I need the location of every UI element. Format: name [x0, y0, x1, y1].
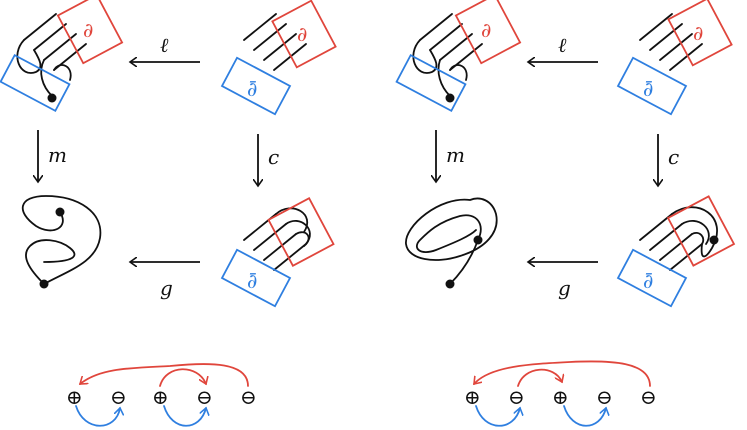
arrow-m-label: m: [446, 143, 465, 167]
sign-5: ⊖: [240, 385, 257, 409]
arrow-c-label: c: [268, 145, 279, 169]
sign-1: ⊕: [464, 385, 481, 409]
blue-box: [395, 53, 467, 113]
left-bottom-right-diagram: ∂̄: [220, 197, 335, 308]
blue-box: [616, 248, 688, 308]
curve-start-dot: [55, 207, 65, 217]
right-sign-row: ⊕ ⊖ ⊕ ⊖ ⊖: [464, 360, 657, 427]
left-top-right-diagram: ∂ ∂̄: [220, 0, 337, 116]
curve-end-dot: [39, 279, 49, 289]
red-box: [56, 0, 124, 65]
blue-box: [616, 56, 688, 116]
curve-start-dot: [473, 235, 483, 245]
sign-2: ⊖: [508, 385, 525, 409]
blue-arc-1: [475, 405, 520, 427]
red-arc-short: [159, 368, 206, 387]
blue-box: [220, 248, 292, 308]
arrow-c-label: c: [668, 145, 679, 169]
left-panel: ∂ ∂ ∂̄ ℓ m c g: [0, 0, 337, 427]
red-arc-short: [517, 368, 562, 387]
blue-arc-1: [75, 405, 120, 427]
right-top-left-diagram: ∂: [395, 0, 522, 113]
red-box-label: ∂: [83, 18, 93, 42]
right-panel: ∂ ∂ ∂̄ ℓ m c g: [395, 0, 736, 427]
sign-3: ⊕: [552, 385, 569, 409]
blue-box: [0, 53, 71, 113]
red-box: [667, 0, 733, 67]
sign-4: ⊖: [196, 385, 213, 409]
blue-box-label: ∂̄: [643, 77, 653, 101]
arrow-g-label: g: [160, 276, 173, 300]
right-bottom-left-diagram: [405, 197, 498, 289]
red-box-label: ∂: [481, 18, 491, 42]
red-box: [267, 197, 335, 267]
red-arc-long: [474, 360, 651, 387]
blue-box-label: ∂̄: [643, 269, 653, 293]
sign-4: ⊖: [596, 385, 613, 409]
blue-arc-2: [163, 405, 206, 427]
endpoint-dot: [709, 235, 719, 245]
left-sign-row: ⊕ ⊖ ⊕ ⊖ ⊖: [66, 363, 257, 427]
blue-box: [220, 56, 292, 116]
arrow-g-label: g: [558, 276, 571, 300]
red-box-label: ∂: [693, 21, 703, 45]
curve-end-dot: [445, 279, 455, 289]
blue-box-label: ∂̄: [247, 77, 257, 101]
red-box: [666, 195, 736, 267]
left-bottom-left-diagram: [21, 195, 102, 289]
red-arc-long: [80, 363, 249, 387]
arrow-l-label: ℓ: [160, 33, 169, 57]
right-bottom-right-diagram: ∂̄: [616, 195, 736, 308]
endpoint-dot: [47, 93, 57, 103]
right-top-right-diagram: ∂ ∂̄: [616, 0, 733, 116]
endpoint-dot: [445, 93, 455, 103]
sign-3: ⊕: [152, 385, 169, 409]
left-top-left-diagram: ∂: [0, 0, 124, 113]
sign-2: ⊖: [110, 385, 127, 409]
arrow-m-label: m: [48, 143, 67, 167]
sign-1: ⊕: [66, 385, 83, 409]
arrow-l-label: ℓ: [558, 33, 567, 57]
red-box: [454, 0, 522, 65]
blue-box-label: ∂̄: [247, 269, 257, 293]
sign-5: ⊖: [640, 385, 657, 409]
red-box: [271, 0, 337, 69]
blue-arc-2: [563, 405, 606, 427]
red-box-label: ∂: [297, 22, 307, 46]
